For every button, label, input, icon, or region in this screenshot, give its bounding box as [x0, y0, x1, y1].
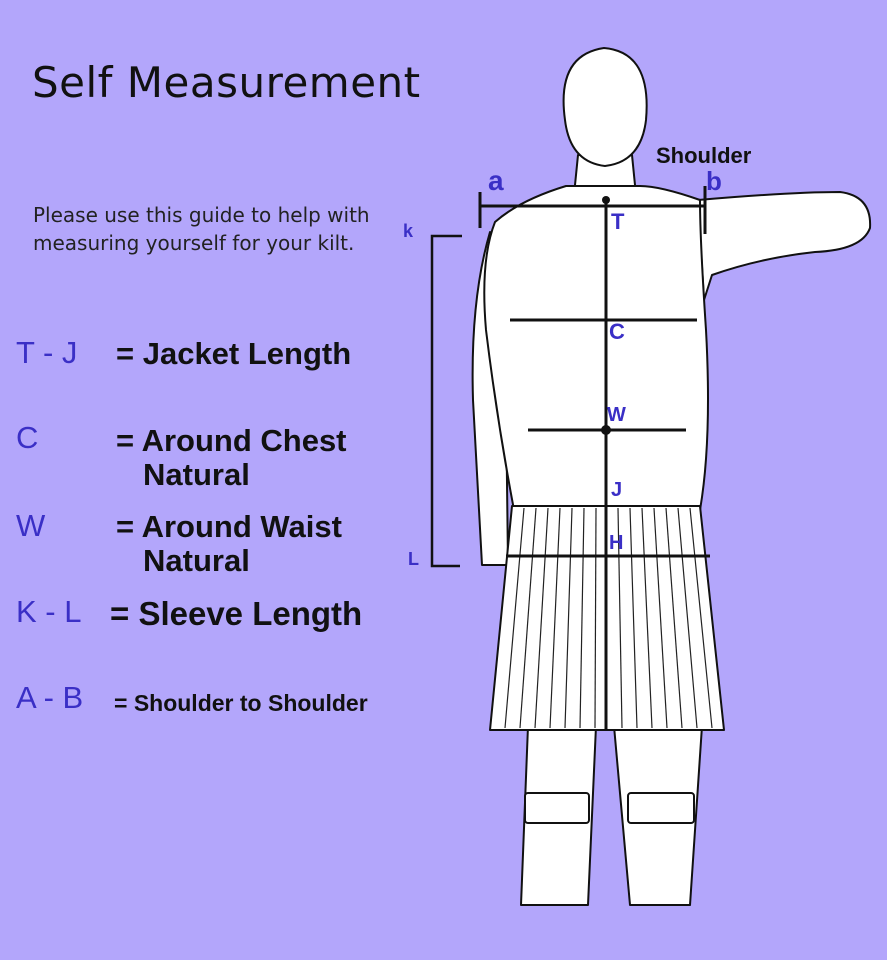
sleeve-bracket [430, 234, 462, 568]
legend-code: A - B [16, 680, 84, 715]
label-c: C [609, 319, 625, 344]
legend-desc: = Jacket Length [116, 336, 352, 371]
label-j: J [611, 479, 622, 501]
label-k: k [403, 221, 414, 241]
right-sock-band [627, 792, 695, 824]
left-arm [471, 231, 509, 566]
t-point [602, 196, 610, 204]
legend-desc: = Sleeve Length [110, 595, 363, 632]
label-l: L [408, 549, 419, 569]
page-title: Self Measurement [32, 58, 421, 107]
intro-text: Please use this guide to help with measu… [33, 203, 370, 255]
legend-code: C [16, 420, 39, 455]
legend-desc: = Around Waist Natural [116, 509, 342, 578]
kilt-pleats [504, 507, 713, 729]
legend-desc: = Around Chest Natural [116, 423, 347, 492]
label-t: T [611, 209, 625, 234]
legend-code: W [16, 508, 46, 543]
label-w: W [607, 404, 626, 426]
label-h: H [609, 532, 623, 554]
label-b: b [706, 166, 722, 196]
legend-desc: = Shoulder to Shoulder [114, 690, 368, 716]
shoulder-label: Shoulder [656, 143, 752, 168]
legend-code: K - L [16, 594, 82, 629]
jacket-body [483, 185, 709, 511]
w-point [601, 425, 611, 435]
legend-code: T - J [16, 335, 78, 370]
label-a: a [488, 165, 504, 196]
right-arm [697, 191, 872, 301]
head [562, 47, 648, 167]
left-sock-band [524, 792, 590, 824]
